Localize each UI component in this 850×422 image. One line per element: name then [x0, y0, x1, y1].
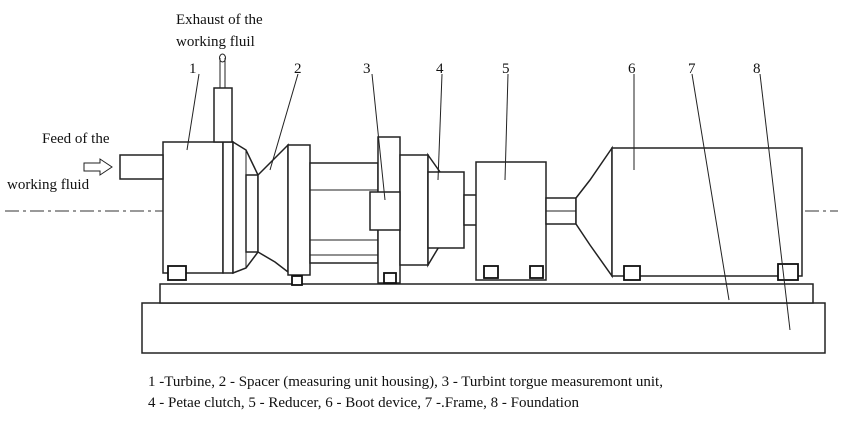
exhaust-label-line2: working fluil: [176, 34, 255, 50]
foundation: [141, 302, 826, 354]
label-2: 2: [294, 61, 302, 77]
feed-arrow: [83, 158, 113, 176]
feed-label-line2: working fluid: [7, 177, 90, 193]
exhaust-arrow: [219, 53, 226, 88]
feed-label-line1: Feed of the: [42, 131, 110, 147]
label-3: 3: [363, 61, 371, 77]
label-4: 4: [436, 61, 444, 77]
reducer: [475, 161, 547, 281]
label-1: 1: [189, 61, 197, 77]
leader-lines: [186, 73, 791, 331]
label-7: 7: [688, 61, 696, 77]
shaft-section: [309, 162, 379, 264]
caption-line-2: 4 - Petae clutch, 5 - Reducer, 6 - Boot …: [148, 395, 579, 411]
label-6: 6: [628, 61, 636, 77]
label-8: 8: [753, 61, 761, 77]
boot-device: [575, 145, 803, 281]
caption-line-1: 1 -Turbine, 2 - Spacer (measuring unit h…: [148, 374, 663, 390]
spacer-housing: [232, 140, 311, 286]
frame: [159, 283, 814, 304]
turbine: [119, 87, 234, 281]
connecting-shaft: [545, 197, 577, 225]
exhaust-label-line1: Exhaust of the: [176, 12, 263, 28]
label-5: 5: [502, 61, 510, 77]
clutch: [427, 171, 479, 249]
